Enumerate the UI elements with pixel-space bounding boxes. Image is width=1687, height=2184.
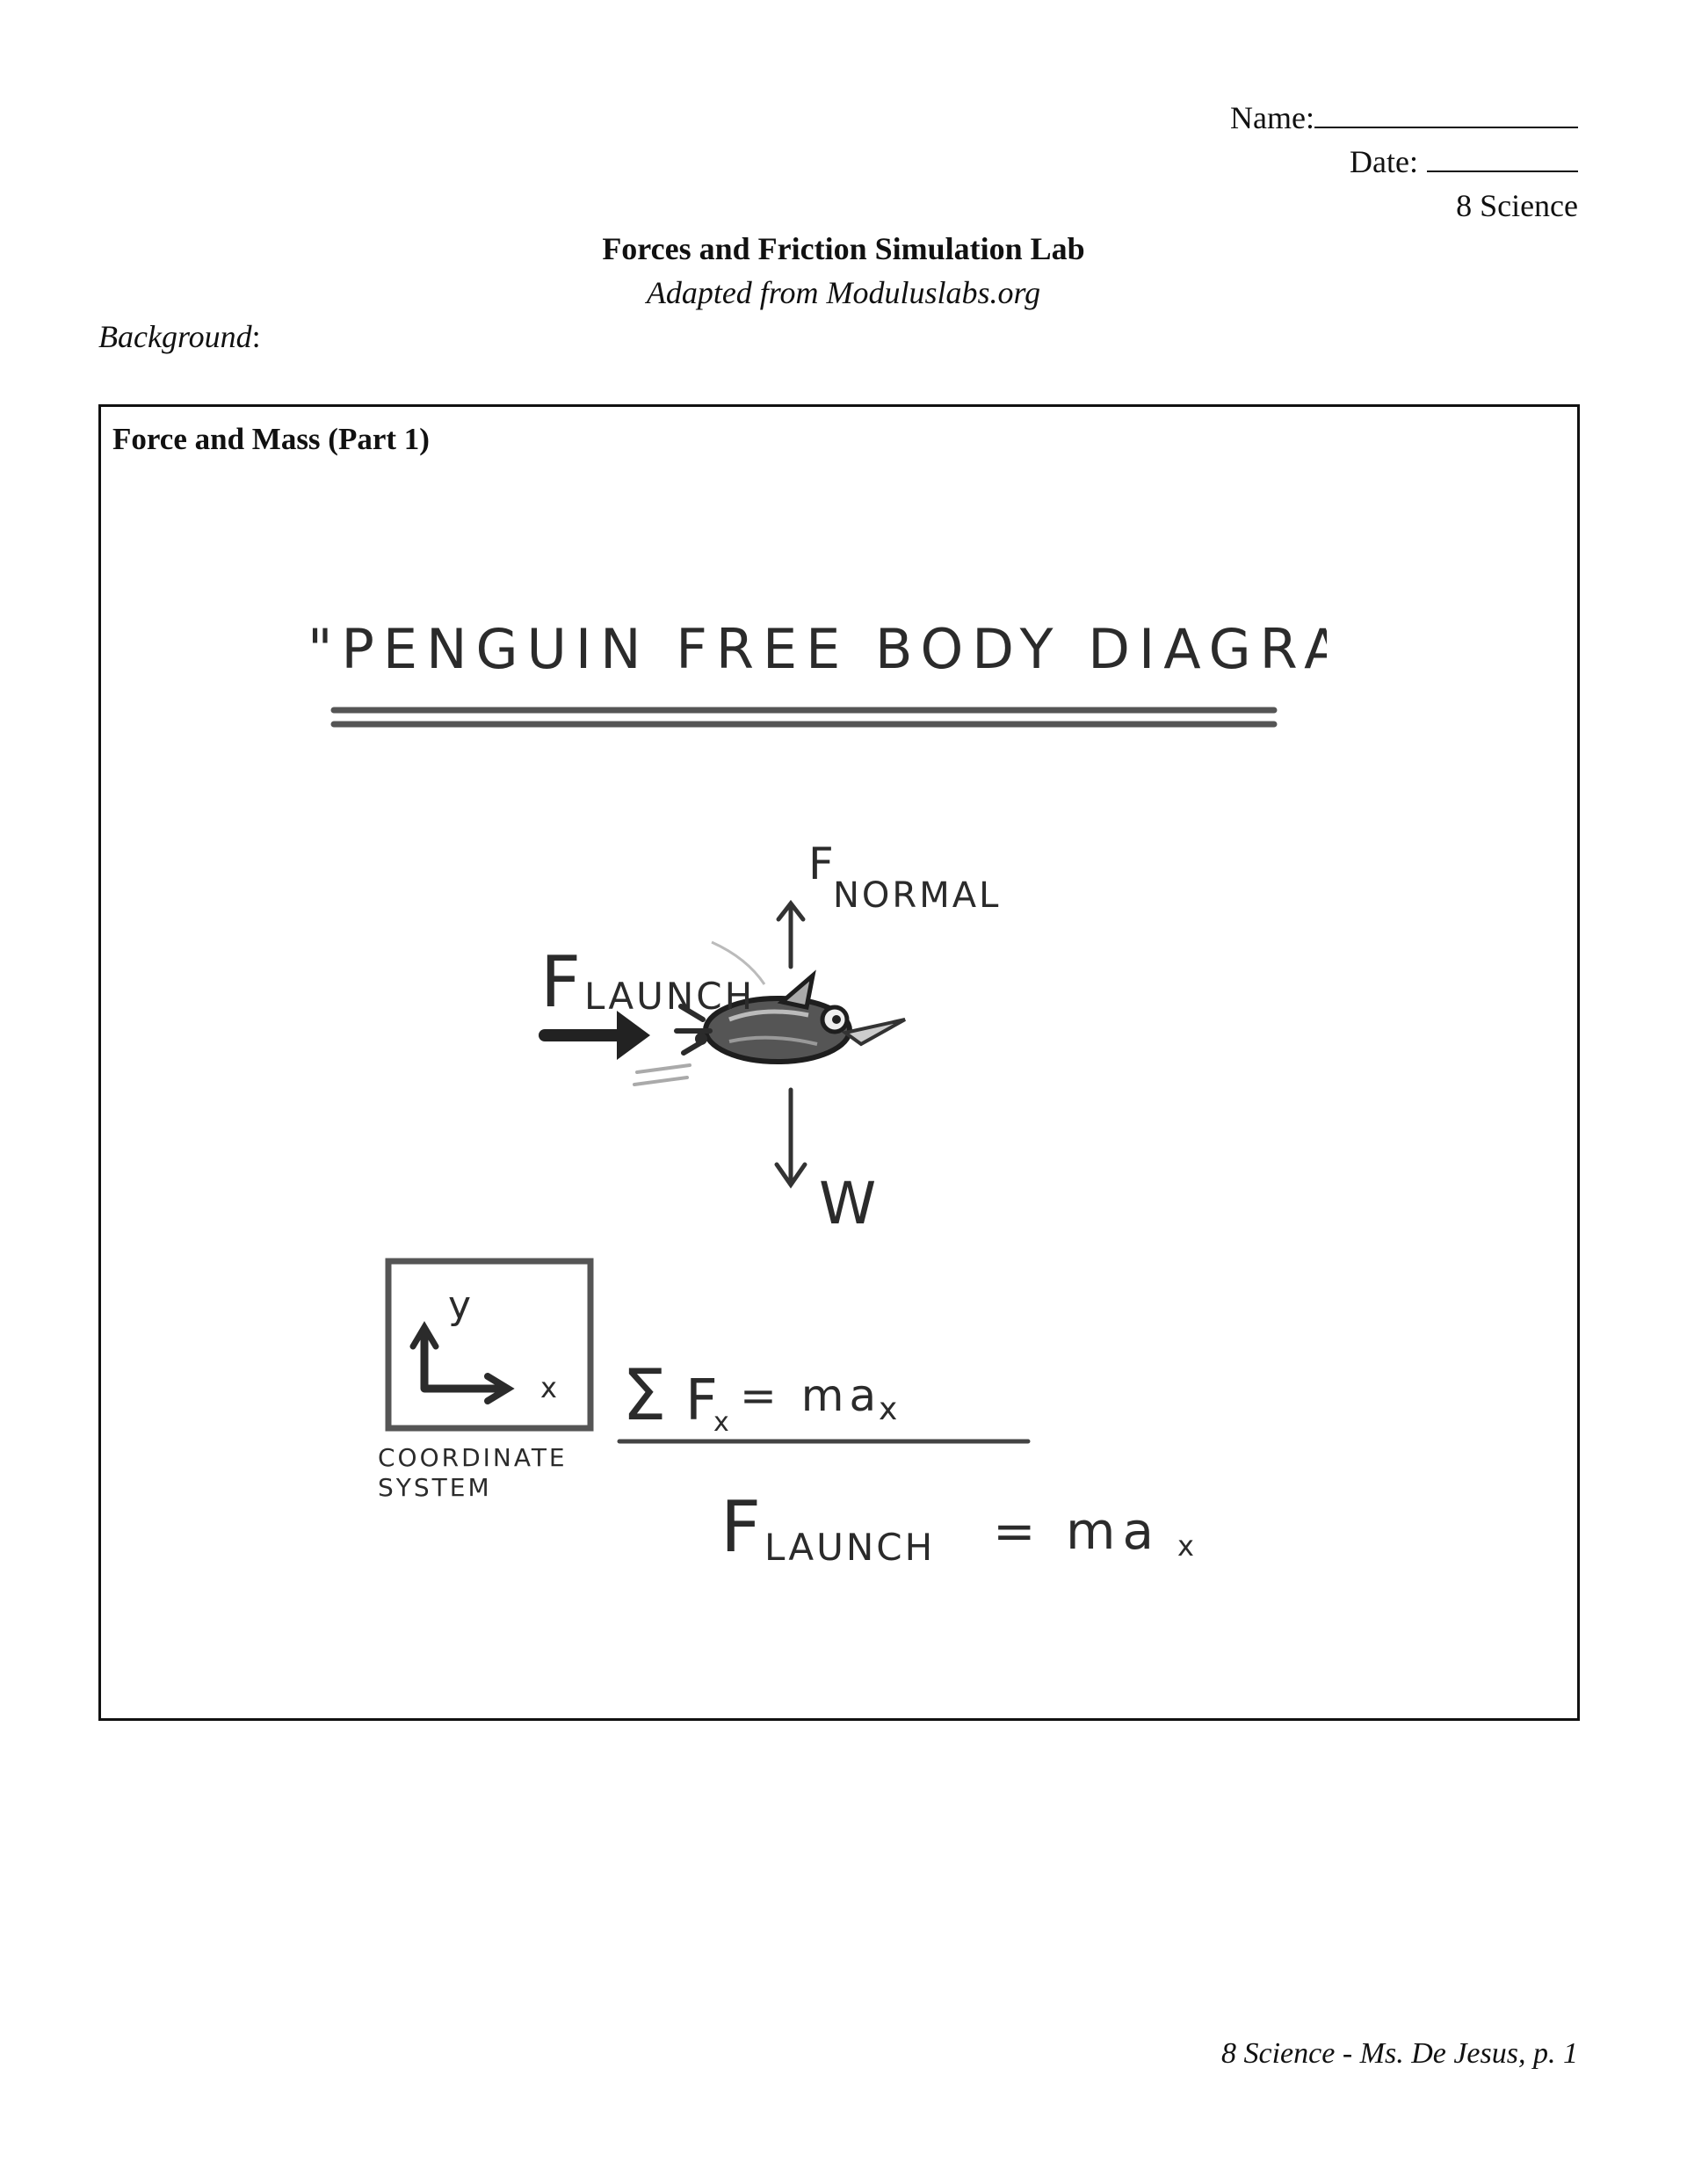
eq2-force: F (720, 1486, 761, 1568)
eq1-force: F (685, 1368, 718, 1433)
eq2-rhs-subscript: x (1177, 1529, 1194, 1563)
name-label: Name: (1230, 100, 1314, 135)
f-normal-subscript: NORMAL (833, 875, 1001, 916)
weight-label: W (819, 1170, 876, 1237)
weight-arrowhead (774, 1162, 807, 1189)
background-label: Background (98, 319, 252, 354)
page-footer: 8 Science - Ms. De Jesus, p. 1 (1221, 2037, 1578, 2070)
page-subtitle: Adapted from Moduluslabs.org (646, 275, 1041, 310)
eq2-force-subscript: LAUNCH (764, 1526, 935, 1569)
background-heading: Background: (98, 318, 261, 355)
sketch-heading: "PENGUIN FREE BODY DIAGRAM" (308, 617, 1327, 681)
f-launch-label: F (540, 941, 581, 1023)
background-colon: : (251, 319, 261, 354)
f-normal-arrowhead (776, 899, 806, 922)
date-label: Date: (1350, 144, 1418, 179)
name-field: Name: (1230, 98, 1578, 137)
speed-line-1 (635, 1063, 691, 1074)
date-blank-line[interactable] (1427, 142, 1578, 172)
class-label: 8 Science (1456, 188, 1578, 223)
speed-line-2 (633, 1076, 689, 1086)
part1-box-title: Force and Mass (Part 1) (112, 422, 430, 456)
f-launch-subscript: LAUNCH (584, 975, 755, 1018)
eq1-force-subscript: x (713, 1407, 729, 1438)
penguin-sketch (674, 940, 906, 1064)
page-title: Forces and Friction Simulation Lab (602, 231, 1085, 266)
axis-x-label: x (540, 1371, 557, 1404)
part1-box (98, 404, 1580, 1721)
f-launch-arrowhead (617, 1011, 650, 1060)
axis-y-label: y (448, 1283, 471, 1328)
eq2-rhs: = ma (993, 1501, 1161, 1561)
eq1-sigma: Σ (622, 1354, 667, 1436)
eq1-rhs-subscript: x (879, 1391, 897, 1427)
coordinate-label-line1: COORDINATE (378, 1443, 568, 1472)
penguin-free-body-diagram-sketch: "PENGUIN FREE BODY DIAGRAM" F LAUNCH F N… (308, 617, 1327, 1569)
y-axis-arrowhead (409, 1321, 439, 1350)
x-axis-arrowhead (484, 1373, 515, 1404)
f-normal-label: F (808, 838, 834, 889)
y-axis-arrow (420, 1327, 505, 1393)
coordinate-label-line2: SYSTEM (378, 1473, 492, 1502)
eq1-rhs: = ma (740, 1370, 881, 1421)
date-field: Date: (1350, 142, 1578, 181)
coordinate-system-box (385, 1258, 594, 1432)
name-blank-line[interactable] (1314, 98, 1578, 128)
